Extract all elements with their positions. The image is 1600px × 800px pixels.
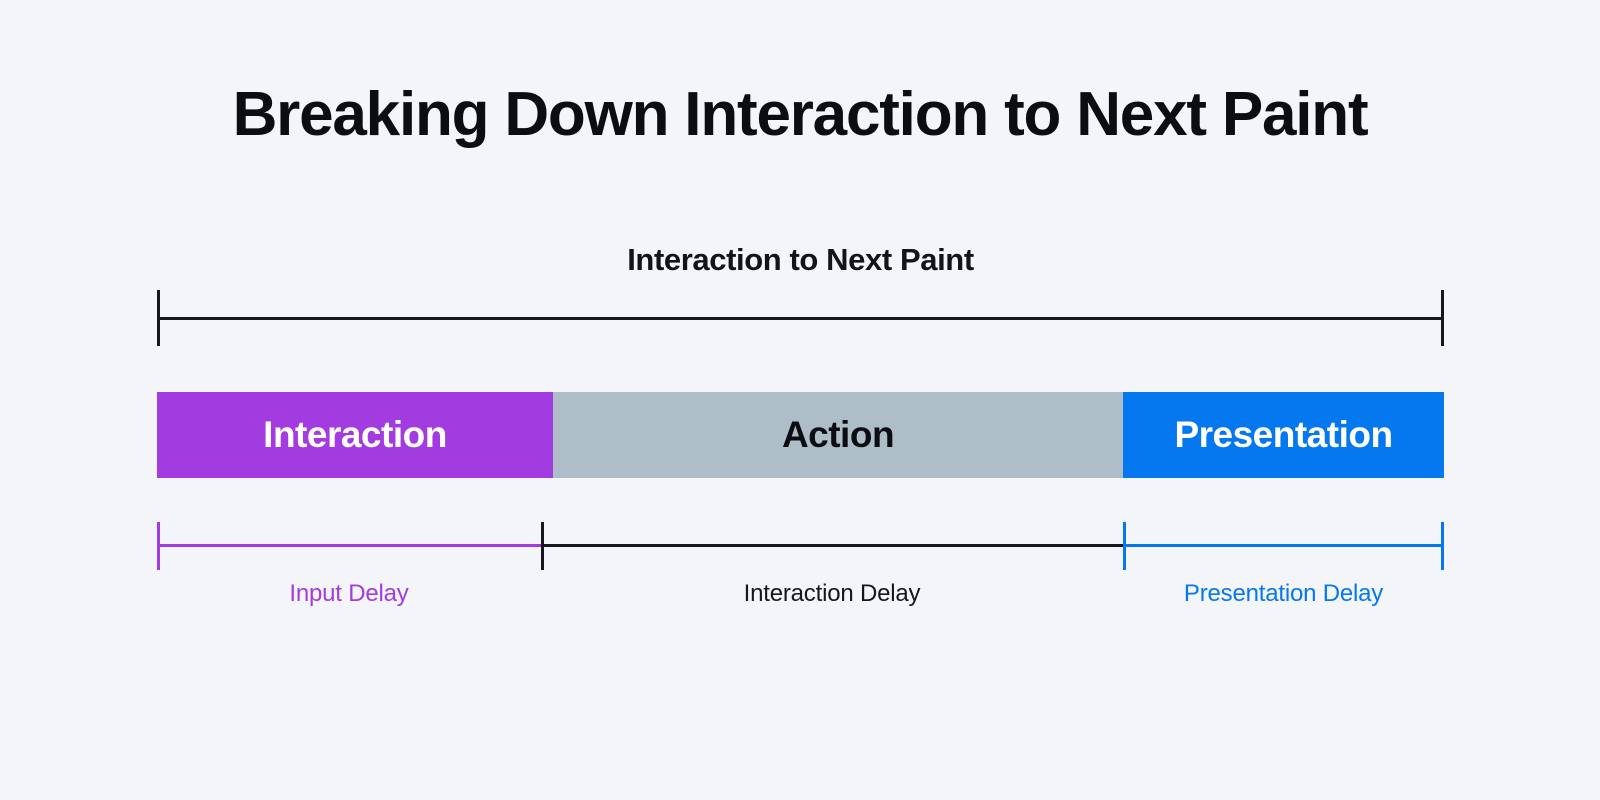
page-title: Breaking Down Interaction to Next Paint xyxy=(232,80,1369,149)
phase-bar: Interaction Action Presentation xyxy=(157,392,1444,478)
presentation-delay-ruler-line xyxy=(1123,544,1444,547)
overall-span-bracket-line xyxy=(157,317,1444,320)
phase-segment-presentation[interactable]: Presentation xyxy=(1123,392,1444,478)
input-delay-label: Input Delay xyxy=(289,580,409,607)
input-delay-tick-start xyxy=(157,522,160,570)
overall-span-bracket-tick-end xyxy=(1441,290,1444,346)
presentation-delay-tick-start xyxy=(1123,522,1126,570)
interaction-delay-tick-start xyxy=(541,522,544,570)
interaction-delay-label: Interaction Delay xyxy=(743,580,921,607)
overall-span-bracket-tick-start xyxy=(157,290,160,346)
presentation-delay-label: Presentation Delay xyxy=(1183,580,1384,607)
phase-segment-interaction[interactable]: Interaction xyxy=(157,392,553,478)
presentation-delay-tick-end xyxy=(1441,522,1444,570)
input-delay-ruler-line xyxy=(157,544,541,547)
overall-span-label: Interaction to Next Paint xyxy=(627,242,974,277)
interaction-delay-ruler-line xyxy=(541,544,1123,547)
phase-segment-action[interactable]: Action xyxy=(553,392,1123,478)
